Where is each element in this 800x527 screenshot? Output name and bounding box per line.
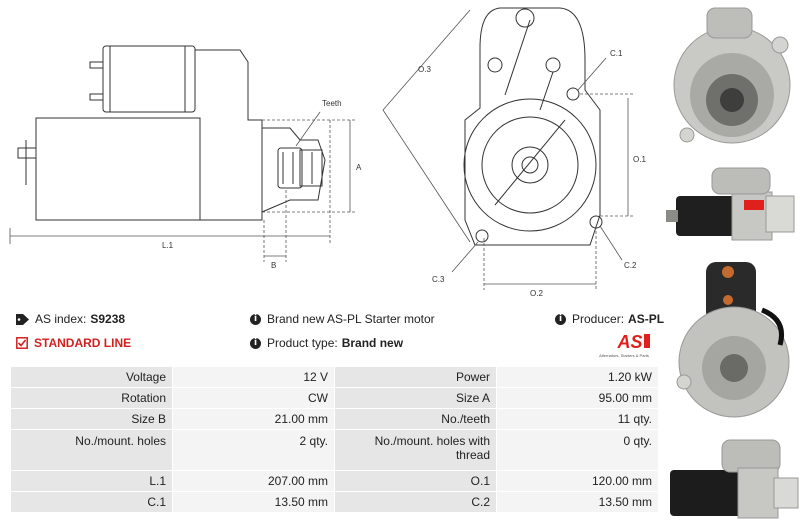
label-o3: O.3 bbox=[418, 65, 431, 74]
standard-line: STANDARD LINE bbox=[16, 336, 131, 350]
description-text: Brand new AS-PL Starter motor bbox=[267, 312, 435, 326]
spec-label: Voltage bbox=[10, 366, 173, 388]
label-b: B bbox=[271, 261, 276, 270]
logo-tagline: Alternators, Starters & Parts bbox=[599, 353, 649, 358]
as-index-value: S9238 bbox=[90, 312, 126, 326]
producer-value: AS-PL bbox=[628, 312, 665, 326]
label-a: A bbox=[356, 163, 362, 172]
spec-value: 13.50 mm bbox=[496, 491, 659, 513]
front-view bbox=[463, 7, 603, 246]
spec-label: Size A bbox=[334, 387, 497, 409]
description: i Brand new AS-PL Starter motor bbox=[250, 312, 435, 326]
tag-icon bbox=[16, 313, 29, 325]
spec-label: Size B bbox=[10, 408, 173, 430]
spec-label: Power bbox=[334, 366, 497, 388]
as-index: AS index: S9238 bbox=[16, 312, 125, 326]
producer: i Producer: AS-PL bbox=[555, 312, 664, 326]
label-c1: C.1 bbox=[610, 49, 623, 58]
product-type-value: Brand new bbox=[341, 336, 404, 350]
spec-label: No./mount. holes bbox=[10, 429, 173, 471]
spec-value: 0 qty. bbox=[496, 429, 659, 471]
as-pl-logo: AS Alternators, Starters & Parts bbox=[599, 332, 650, 358]
label-teeth: Teeth bbox=[322, 99, 342, 108]
product-type-label: Product type: bbox=[267, 336, 338, 350]
spec-label: C.1 bbox=[10, 491, 173, 513]
spec-value: 2 qty. bbox=[172, 429, 335, 471]
spec-value: 95.00 mm bbox=[496, 387, 659, 409]
spec-label: No./mount. holes with thread bbox=[334, 429, 497, 471]
checkbox-icon bbox=[16, 337, 28, 349]
info-icon: i bbox=[250, 313, 261, 325]
spec-value: 21.00 mm bbox=[172, 408, 335, 430]
spec-label: No./teeth bbox=[334, 408, 497, 430]
spec-value: 12 V bbox=[172, 366, 335, 388]
product-photos bbox=[666, 7, 799, 519]
spec-label: L.1 bbox=[10, 470, 173, 492]
label-l1: L.1 bbox=[162, 241, 174, 250]
technical-drawing: Teeth A B L.1 O.3 O.1 O.2 C.1 C.2 C.3 bbox=[9, 7, 646, 298]
as-index-label: AS index: bbox=[35, 312, 87, 326]
photo-side-bottom bbox=[670, 439, 799, 519]
spec-value: 120.00 mm bbox=[496, 470, 659, 492]
spec-label: C.2 bbox=[334, 491, 497, 513]
label-o1: O.1 bbox=[633, 155, 646, 164]
producer-label: Producer: bbox=[572, 312, 625, 326]
spec-value: 1.20 kW bbox=[496, 366, 659, 388]
spec-label: Rotation bbox=[10, 387, 173, 409]
side-view bbox=[17, 45, 326, 221]
label-c2: C.2 bbox=[624, 261, 637, 270]
photo-rear bbox=[676, 262, 790, 418]
product-type: i Product type: Brand new bbox=[250, 336, 403, 350]
label-c3: C.3 bbox=[432, 275, 445, 284]
info-icon: i bbox=[250, 337, 261, 349]
standard-line-label: STANDARD LINE bbox=[34, 336, 132, 350]
spec-value: 11 qty. bbox=[496, 408, 659, 430]
info-icon: i bbox=[555, 313, 566, 325]
spec-value: 13.50 mm bbox=[172, 491, 335, 513]
photo-side bbox=[666, 167, 795, 241]
spec-value: 207.00 mm bbox=[172, 470, 335, 492]
label-o2: O.2 bbox=[530, 289, 543, 298]
spec-value: CW bbox=[172, 387, 335, 409]
spec-label: O.1 bbox=[334, 470, 497, 492]
photo-front-housing bbox=[673, 7, 791, 144]
logo-text: AS bbox=[616, 332, 642, 352]
